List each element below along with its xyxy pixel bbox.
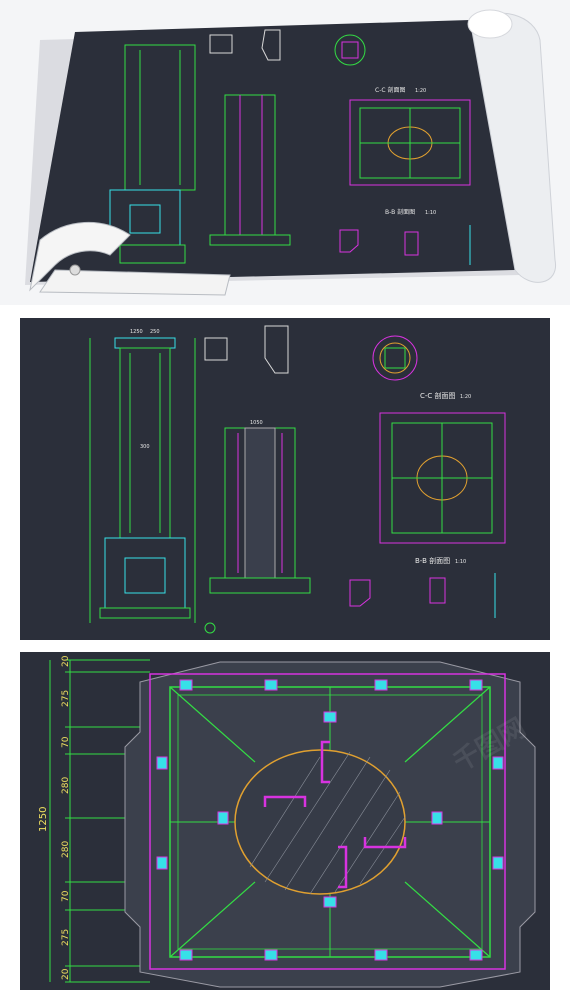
small-plan (334, 34, 366, 66)
section-bb-label: B-B 剖面图 (415, 556, 450, 565)
dim-v1: 20 (61, 655, 71, 667)
section-cc-label: C-C 剖面图 (375, 86, 405, 94)
dim-v6: 70 (61, 890, 71, 902)
drawing-sheet (30, 20, 515, 282)
anchor-plates (156, 679, 504, 961)
cc-plan-top (349, 99, 471, 186)
profile-detail (261, 29, 281, 61)
column-elevation (109, 44, 196, 264)
dim-v5: 280 (61, 841, 71, 858)
cc-plan (379, 412, 506, 544)
mockup-panel: C-C 剖面图 1:20 B-B 剖面图 1:10 (0, 0, 570, 305)
section-bb-scale: 1:10 (425, 210, 436, 216)
section-cc-scale: 1:20 (415, 88, 426, 94)
section-cc-scale: 1:20 (460, 394, 471, 400)
dim-v3: 70 (61, 736, 71, 748)
vertical-section (209, 427, 311, 594)
core-ellipse (234, 749, 406, 895)
outer-frame (149, 673, 506, 970)
dim-pier: 300 (140, 444, 150, 450)
dim-v4: 280 (61, 777, 71, 794)
paper-mockup: C-C 剖面图 1:20 B-B 剖面图 1:10 (25, 9, 556, 296)
vertical-section (209, 94, 291, 246)
drawing-overview-panel: 1250 250 300 1050 C-C 剖面图 1:20 B-B 剖面图 (20, 318, 550, 640)
dim-top-2: 250 (150, 329, 160, 335)
drawing-overview: 1250 250 300 1050 C-C 剖面图 1:20 B-B 剖面图 (89, 325, 506, 634)
protractor (29, 221, 231, 296)
section-bb-label: B-B 剖面图 (385, 208, 415, 216)
dim-v2: 275 (61, 690, 71, 707)
dim-total: 1250 (38, 807, 49, 832)
channel-sections (263, 740, 407, 889)
dim-v8: 20 (61, 968, 71, 980)
dim-top-1: 1250 (130, 329, 143, 335)
section-cc-label: C-C 剖面图 (420, 391, 456, 400)
detail-plan: 20 275 70 280 280 70 275 20 1250 (38, 655, 536, 988)
detail-plan-panel: 20 275 70 280 280 70 275 20 1250 (20, 652, 550, 990)
dimension-chain (49, 659, 150, 983)
column-elevation (89, 337, 196, 623)
small-plan (372, 335, 418, 381)
section-bb-scale: 1:10 (455, 559, 466, 565)
dim-section: 1050 (250, 420, 263, 426)
dim-v7: 275 (61, 929, 71, 946)
